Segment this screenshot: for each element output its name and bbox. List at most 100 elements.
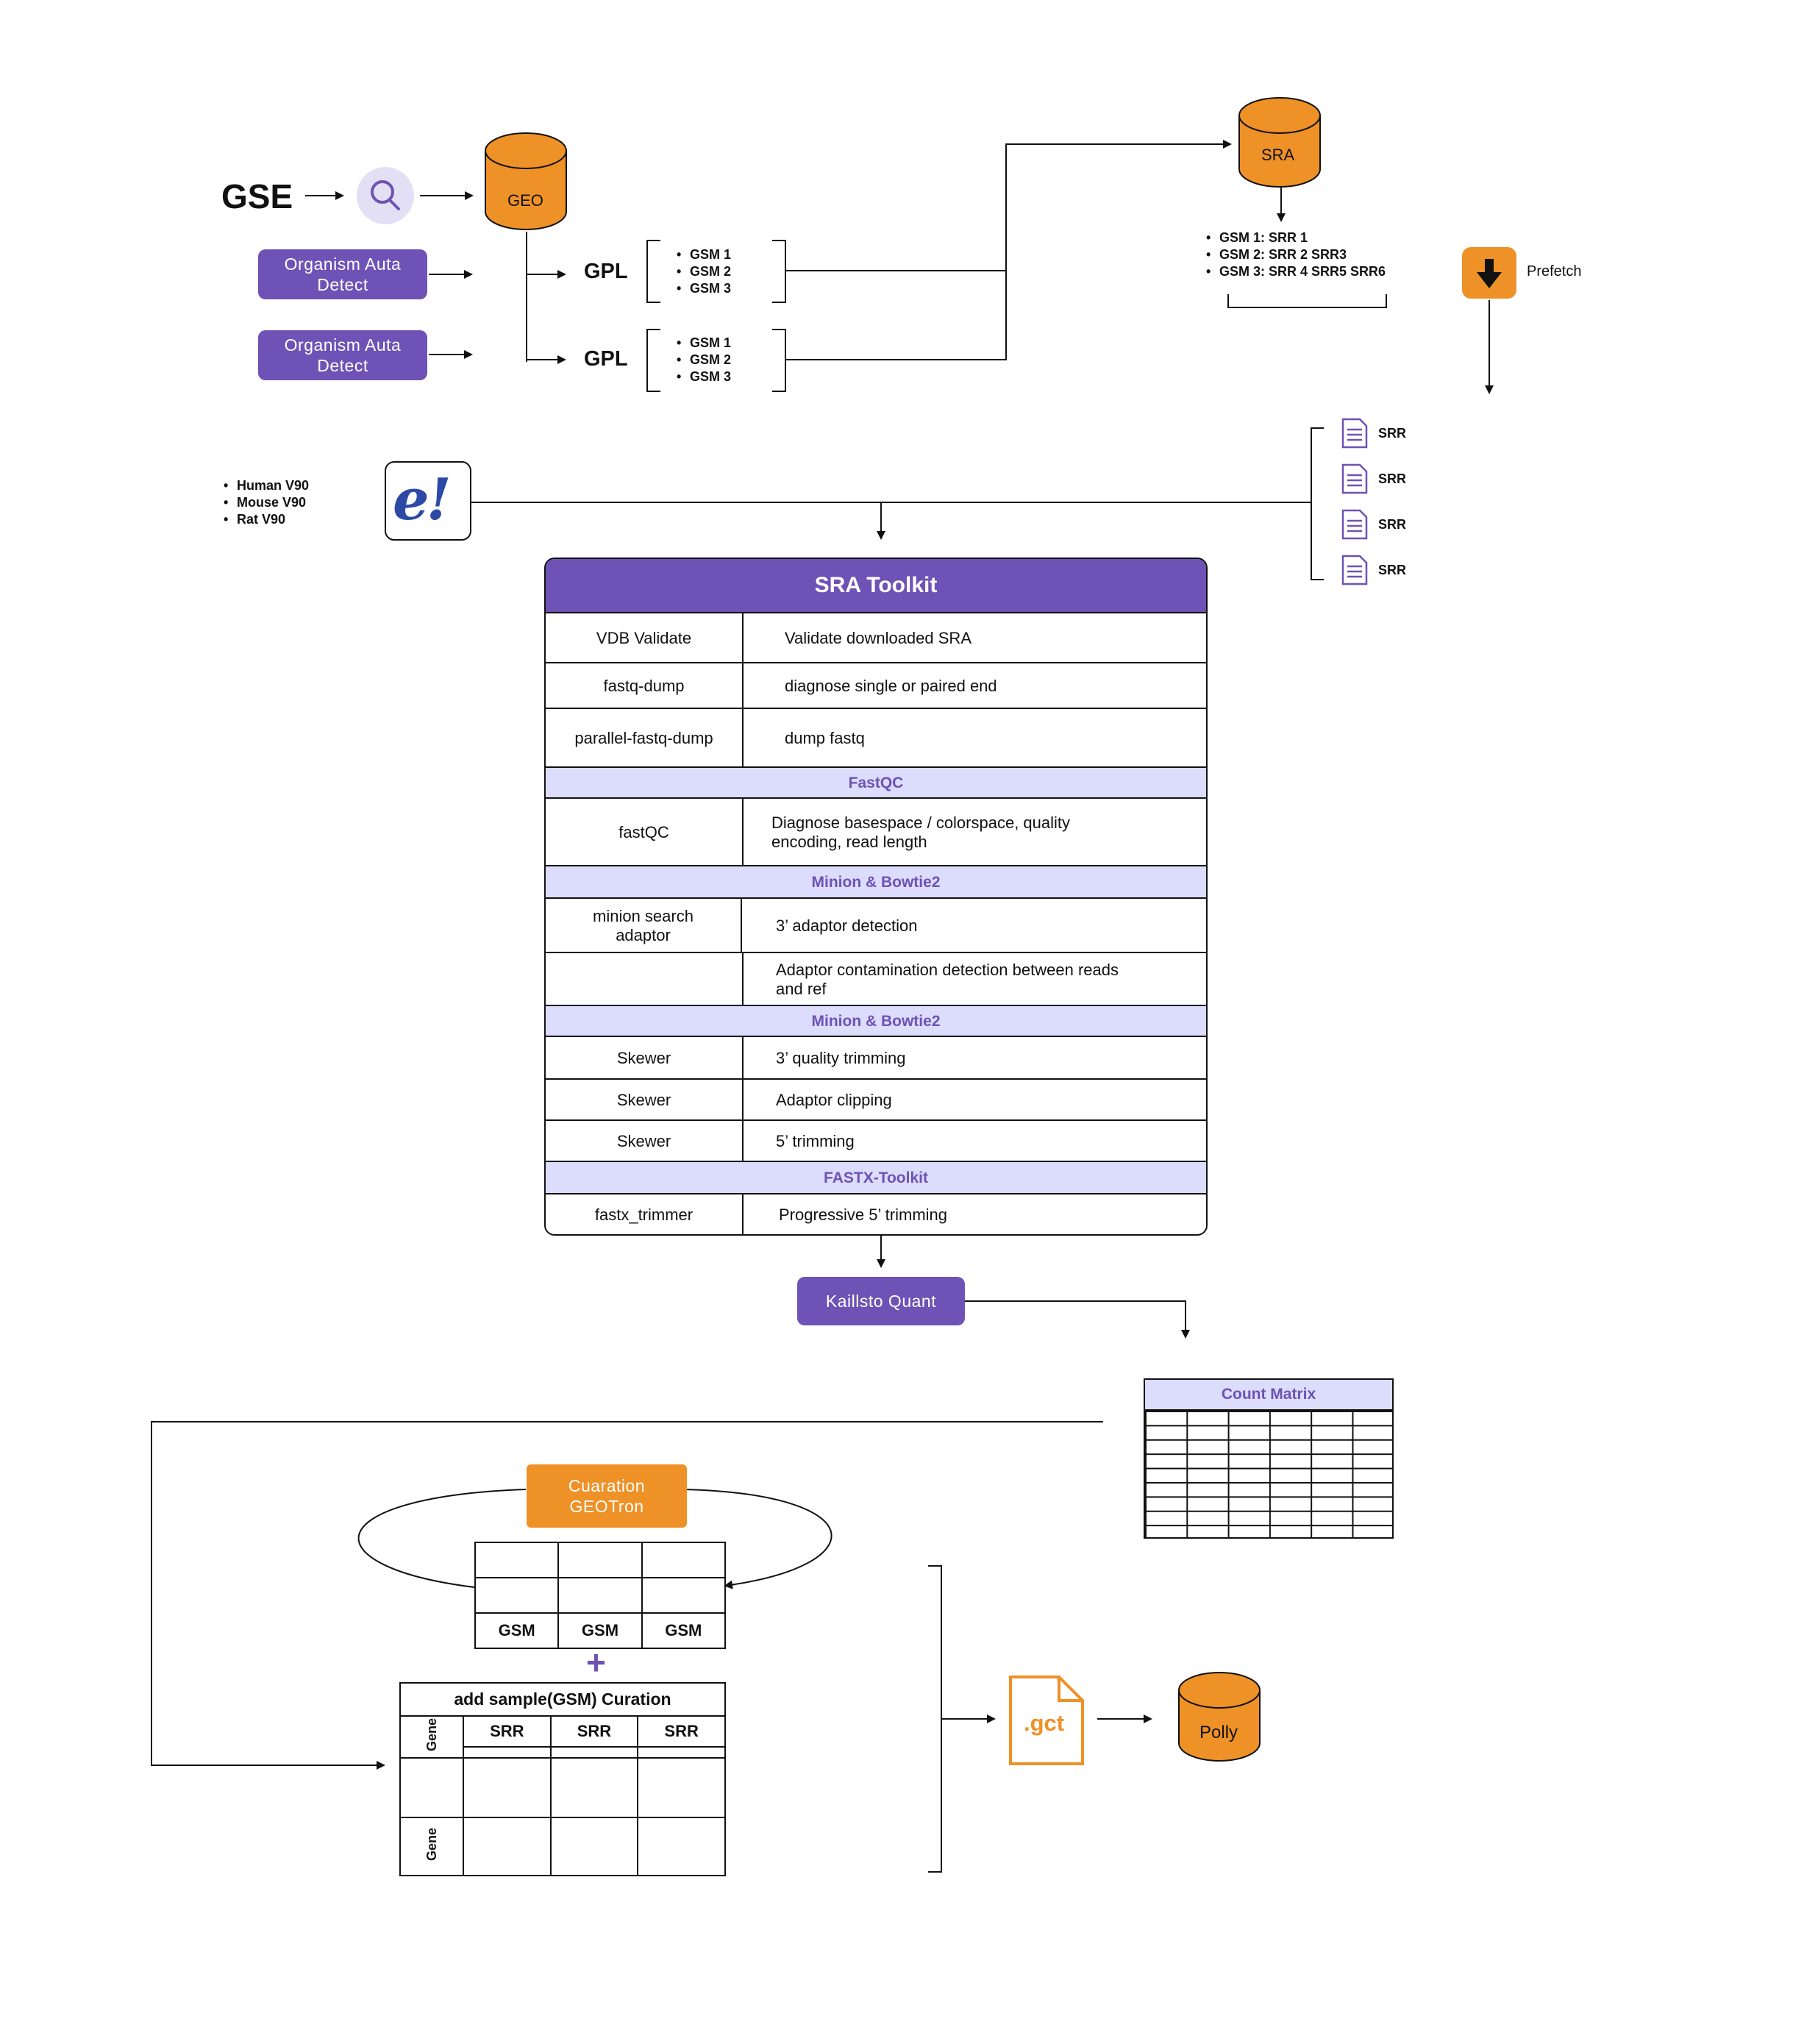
gse-label: GSE: [221, 177, 293, 216]
organism-detect-button-1[interactable]: Organism Auta Detect: [258, 249, 427, 299]
gct-file-icon: [1009, 1676, 1084, 1765]
srr-file-label-2: SRR: [1378, 471, 1407, 486]
gsm-list-2: GSM 1 GSM 2 GSM 3: [677, 335, 731, 385]
sra-map-item: GSM 3: SRR 4 SRR5 SRR6: [1206, 263, 1386, 280]
bracket-right-2: [772, 329, 786, 392]
gsm-header: GSM: [641, 1612, 727, 1649]
srr-header: SRR: [549, 1714, 639, 1748]
tool-cell: fastx_trimmer: [546, 1194, 744, 1234]
gsm-header: GSM: [557, 1612, 643, 1649]
bracket-right-1: [772, 240, 786, 303]
ensembl-version-item: Mouse V90: [224, 494, 309, 511]
gsm-header: GSM: [474, 1612, 560, 1649]
polly-database-icon: [1178, 1672, 1261, 1762]
tool-cell: fastq-dump: [546, 663, 744, 709]
bracket-left-2: [646, 329, 660, 392]
plus-icon: +: [586, 1643, 606, 1681]
tool-cell: VDB Validate: [546, 613, 744, 663]
gct-label: .gct: [1024, 1710, 1065, 1736]
sra-mapping-list: GSM 1: SRR 1 GSM 2: SRR 2 SRR3 GSM 3: SR…: [1206, 229, 1386, 280]
sample-curation-table: add sample(GSM) Curation Gene SRR SRR SR…: [399, 1682, 726, 1876]
tool-cell: Skewer: [546, 1121, 744, 1162]
sra-label: SRA: [1261, 146, 1295, 164]
table-row: Skewer 3’ quality trimming: [546, 1036, 1206, 1080]
section-minion-2: Minion & Bowtie2: [546, 1005, 1206, 1037]
document-icon: [1341, 555, 1368, 585]
table-row: minion search adaptor 3’ adaptor detecti…: [546, 897, 1206, 953]
sra-toolkit-table: SRA Toolkit VDB Validate Validate downlo…: [544, 558, 1208, 1236]
gene-label: Gene: [424, 1828, 439, 1862]
desc-cell: 3’ adaptor detection: [776, 916, 918, 935]
ensembl-version-item: Rat V90: [224, 511, 309, 528]
desc-cell: dump fastq: [785, 729, 865, 747]
table-row: Skewer 5’ trimming: [546, 1119, 1206, 1162]
gsm-item: GSM 3: [677, 280, 731, 297]
section-fastqc: FastQC: [546, 766, 1206, 799]
table-row: Skewer Adaptor clipping: [546, 1078, 1206, 1121]
srr-file-label-3: SRR: [1378, 517, 1407, 532]
desc-cell: 5’ trimming: [776, 1132, 855, 1150]
curation-loop: [357, 1489, 833, 1588]
kallisto-quant-button[interactable]: Kaillsto Quant: [797, 1277, 965, 1325]
search-icon: [357, 167, 414, 224]
tool-cell: minion search adaptor: [546, 899, 742, 953]
bracket-srr: [1311, 427, 1324, 580]
ensembl-logo-text: e!: [393, 466, 452, 533]
count-matrix-grid: [1145, 1411, 1392, 1537]
sra-database-icon: [1238, 97, 1321, 188]
geo-label: GEO: [507, 191, 543, 210]
table-row: Adaptor contamination detection between …: [546, 952, 1206, 1006]
arrow-kallisto-count: [965, 1300, 1190, 1339]
tool-cell: [546, 953, 744, 1006]
desc-cell: Validate downloaded SRA: [785, 629, 971, 647]
ensembl-logo: [385, 461, 471, 541]
tool-cell: Skewer: [546, 1080, 744, 1121]
curation-loop-arrow: [724, 1580, 736, 1589]
table-row: VDB Validate Validate downloaded SRA: [546, 612, 1206, 663]
connector-gpl2-sra: [785, 140, 1232, 360]
srr-file-label-1: SRR: [1378, 426, 1407, 441]
document-icon: [1341, 463, 1368, 494]
table-row: parallel-fastq-dump dump fastq: [546, 708, 1206, 768]
ensembl-versions-list: Human V90 Mouse V90 Rat V90: [224, 477, 309, 528]
srr-header: SRR: [637, 1714, 726, 1748]
table-row: fastq-dump diagnose single or paired end: [546, 662, 1206, 709]
section-minion-1: Minion & Bowtie2: [546, 865, 1206, 899]
desc-cell: Adaptor contamination detection between …: [776, 961, 1119, 998]
table-row: fastQC Diagnose basespace / colorspace, …: [546, 797, 1206, 866]
table-row: fastx_trimmer Progressive 5’ trimming: [546, 1193, 1206, 1234]
gpl-label-2: GPL: [584, 347, 628, 371]
gsm-item: GSM 1: [677, 246, 731, 263]
srr-file-label-4: SRR: [1378, 563, 1407, 577]
gsm-item: GSM 1: [677, 335, 731, 352]
desc-cell: diagnose single or paired end: [785, 677, 997, 695]
ensembl-version-item: Human V90: [224, 477, 309, 494]
count-matrix: Count Matrix: [1144, 1378, 1394, 1539]
prefetch-label: Prefetch: [1527, 263, 1582, 279]
bracket-final: [928, 1565, 942, 1873]
bracket-left-1: [646, 240, 660, 303]
document-icon: [1341, 418, 1368, 449]
gsm-item: GSM 2: [677, 352, 731, 368]
srr-header: SRR: [463, 1714, 552, 1748]
arrow-count-to-curation: [151, 1421, 1103, 1770]
sra-map-item: GSM 1: SRR 1: [1206, 229, 1386, 246]
tool-cell: parallel-fastq-dump: [546, 709, 744, 768]
curation-geotron-button[interactable]: Cuaration GEOTron: [527, 1464, 687, 1528]
sample-curation-title: add sample(GSM) Curation: [399, 1682, 726, 1717]
geo-database-icon: [485, 132, 567, 230]
desc-cell: 3’ quality trimming: [776, 1049, 906, 1067]
document-icon: [1341, 509, 1368, 540]
gsm-list-1: GSM 1 GSM 2 GSM 3: [677, 246, 731, 297]
gsm-item: GSM 3: [677, 368, 731, 385]
desc-cell: Diagnose basespace / colorspace, quality…: [771, 813, 1071, 851]
gene-label: Gene: [424, 1717, 439, 1751]
download-icon: [1462, 247, 1516, 299]
gpl-label-1: GPL: [584, 260, 628, 283]
gsm-item: GSM 2: [677, 263, 731, 280]
organism-detect-button-2[interactable]: Organism Auta Detect: [258, 330, 427, 380]
polly-label: Polly: [1199, 1723, 1238, 1742]
gsm-table: GSM GSM GSM: [474, 1542, 727, 1649]
toolkit-title: SRA Toolkit: [546, 559, 1206, 612]
